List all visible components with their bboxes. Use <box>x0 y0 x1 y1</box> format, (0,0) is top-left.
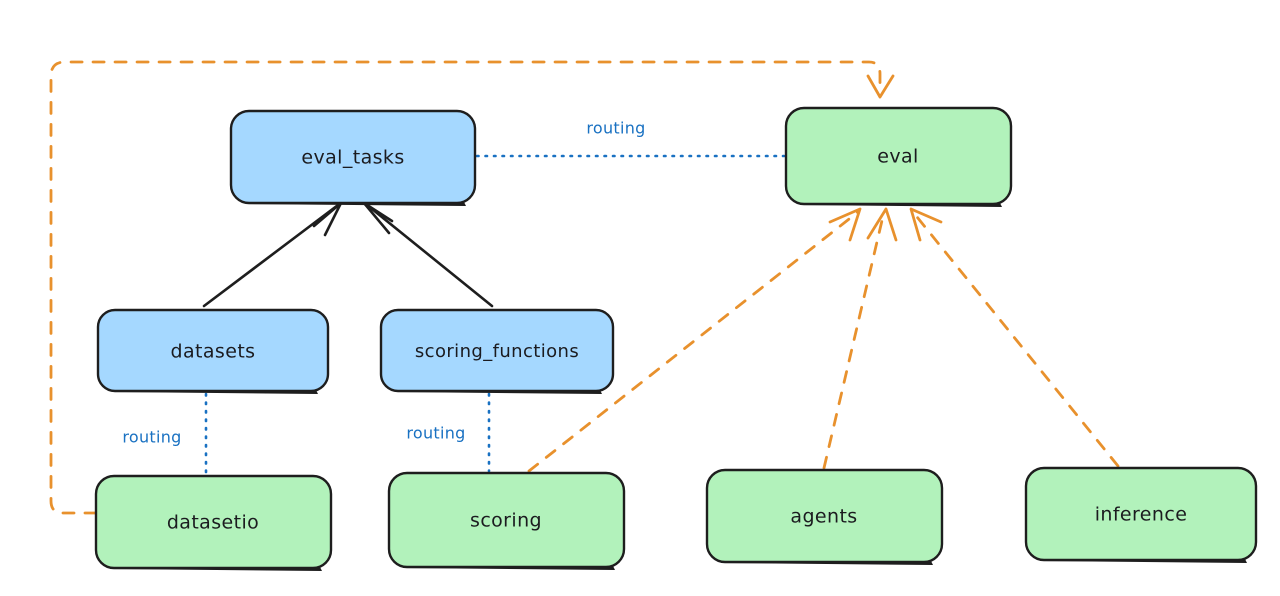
routing-edges-group <box>204 154 786 476</box>
edge-labels-group: routing routing routing <box>122 119 645 447</box>
node-agents[interactable]: agents <box>705 468 944 565</box>
node-label-eval-tasks: eval_tasks <box>301 147 404 169</box>
solid-edges-group <box>202 201 494 308</box>
node-scoring-functions[interactable]: scoring_functions <box>379 308 615 394</box>
node-scoring[interactable]: scoring <box>387 471 626 570</box>
node-datasetio[interactable]: datasetio <box>94 474 333 571</box>
edge-scoring-eval <box>527 207 862 473</box>
node-label-datasets: datasets <box>171 341 256 363</box>
node-label-eval: eval <box>877 146 918 168</box>
dependency-edges-group <box>49 60 1120 515</box>
node-label-scoring-functions: scoring_functions <box>415 341 579 362</box>
edge-inference-eval <box>909 207 1120 468</box>
node-label-datasetio: datasetio <box>167 512 259 534</box>
node-datasets[interactable]: datasets <box>96 308 330 394</box>
node-label-scoring: scoring <box>470 510 542 532</box>
edge-label-routing-scoring-functions: routing <box>406 424 465 443</box>
node-label-inference: inference <box>1095 504 1188 526</box>
nodes-group: eval_tasks eval datasets scoring_functio… <box>94 106 1258 571</box>
node-eval-tasks[interactable]: eval_tasks <box>229 109 477 206</box>
edge-label-routing-eval-tasks: routing <box>586 119 645 138</box>
edge-datasetio-eval <box>49 60 895 515</box>
edge-label-routing-datasets: routing <box>122 428 181 447</box>
edge-agents-eval <box>822 207 898 470</box>
edge-datasets-eval-tasks <box>202 201 343 308</box>
node-inference[interactable]: inference <box>1024 466 1258 563</box>
node-eval[interactable]: eval <box>784 106 1013 207</box>
edge-scoring-functions-eval-tasks <box>362 201 494 308</box>
node-label-agents: agents <box>790 506 857 528</box>
